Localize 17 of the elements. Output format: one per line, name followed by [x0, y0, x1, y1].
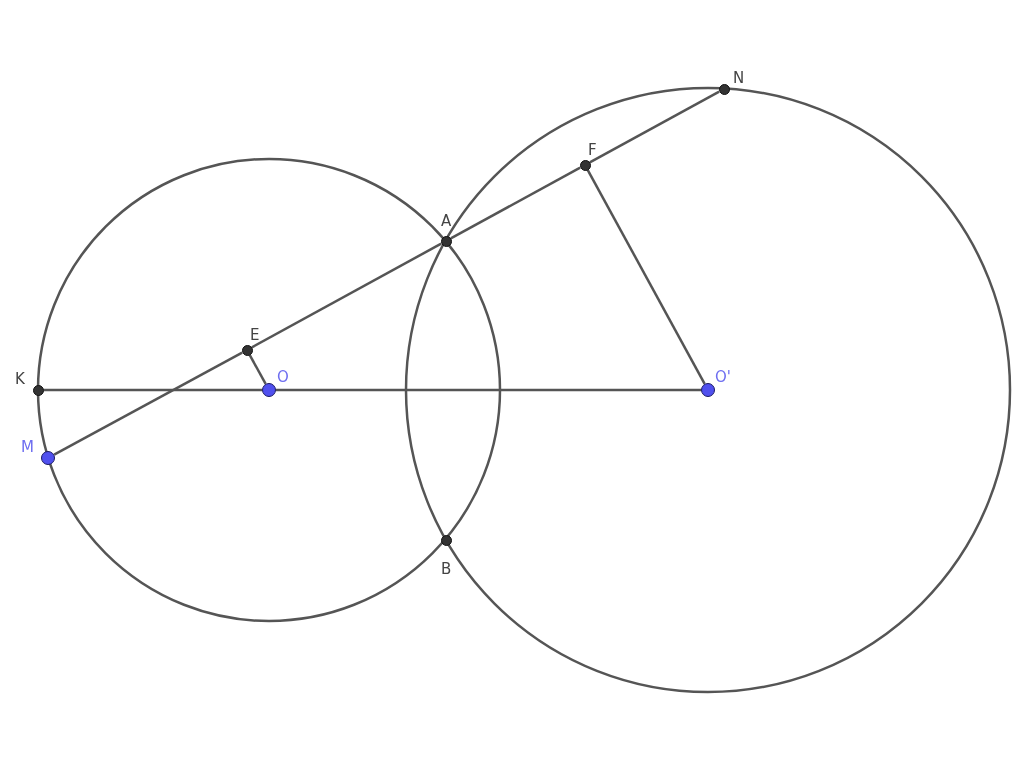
line-segment	[248, 354, 267, 385]
point-label: M	[21, 439, 34, 455]
line-segment	[276, 388, 701, 392]
point-label: A	[441, 213, 452, 229]
point-label: B	[441, 561, 452, 577]
line-segment	[43, 388, 262, 392]
line-segment	[589, 90, 720, 164]
line-segment	[450, 166, 581, 240]
line-segment	[586, 169, 706, 385]
point-label: O	[277, 369, 289, 385]
point-label: K	[15, 371, 25, 387]
line-segment	[251, 242, 442, 349]
point-label: E	[250, 327, 260, 343]
point-label: O'	[715, 369, 731, 385]
line-segment	[53, 351, 243, 456]
point-label: N	[733, 70, 745, 86]
point-label: F	[588, 142, 597, 158]
